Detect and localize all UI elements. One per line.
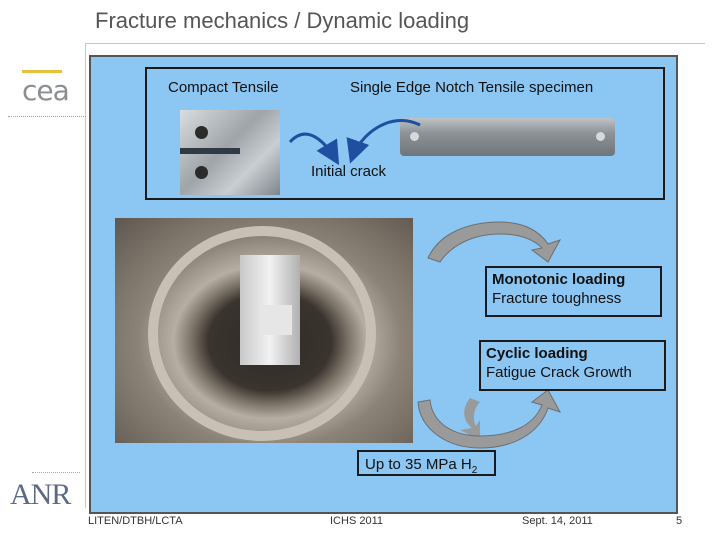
cyclic-title: Cyclic loading — [486, 345, 588, 362]
monotonic-loading-box: Monotonic loading Fracture toughness — [485, 266, 662, 317]
monotonic-description: Fracture toughness — [492, 290, 622, 307]
crack-arrow-ct — [288, 132, 340, 166]
pressure-subscript: 2 — [471, 465, 478, 476]
sent-pin-hole — [410, 132, 419, 141]
left-divider — [85, 43, 86, 508]
page-number: 5 — [676, 515, 683, 527]
monotonic-title: Monotonic loading — [492, 271, 626, 288]
ct-label: Compact Tensile — [168, 79, 279, 96]
anr-logo-tagline — [32, 472, 80, 475]
pressure-text: Up to 35 MPa H — [365, 456, 472, 473]
slide-title: Fracture mechanics / Dynamic loading — [95, 8, 470, 33]
cea-logo-bar — [22, 70, 62, 73]
sent-label: Single Edge Notch Tensile specimen — [350, 79, 594, 96]
title-divider — [85, 43, 705, 44]
sent-specimen-photo — [400, 118, 615, 156]
cyclic-loading-box: Cyclic loading Fatigue Crack Growth — [479, 340, 666, 391]
footer-lab: LITEN/DTBH/LCTA — [88, 515, 183, 527]
anr-logo-text: ANR — [10, 478, 71, 511]
curved-arrow-side-icon — [460, 398, 480, 440]
ct-pin-hole — [195, 166, 208, 179]
footer-date: Sept. 14, 2011 — [522, 515, 593, 527]
ct-notch — [180, 148, 240, 154]
initial-crack-label: Initial crack — [311, 163, 387, 180]
chamber-clip-gauge — [262, 305, 292, 335]
cyclic-description: Fatigue Crack Growth — [486, 364, 632, 381]
footer-conference: ICHS 2011 — [330, 515, 383, 527]
cea-logo: cea — [8, 70, 86, 122]
sent-pin-hole — [596, 132, 605, 141]
anr-logo: ANR — [10, 468, 85, 513]
specimen-box — [145, 67, 665, 200]
curved-arrow-top-icon — [427, 221, 562, 263]
curved-arrow-bottom-icon — [417, 389, 562, 449]
cea-logo-text: cea — [22, 74, 70, 107]
ct-pin-hole — [195, 126, 208, 139]
chamber-flange — [148, 226, 376, 441]
crack-arrow-sent — [346, 118, 421, 164]
pressure-box: Up to 35 MPa H2 — [357, 450, 496, 476]
cea-logo-tagline — [8, 116, 86, 119]
